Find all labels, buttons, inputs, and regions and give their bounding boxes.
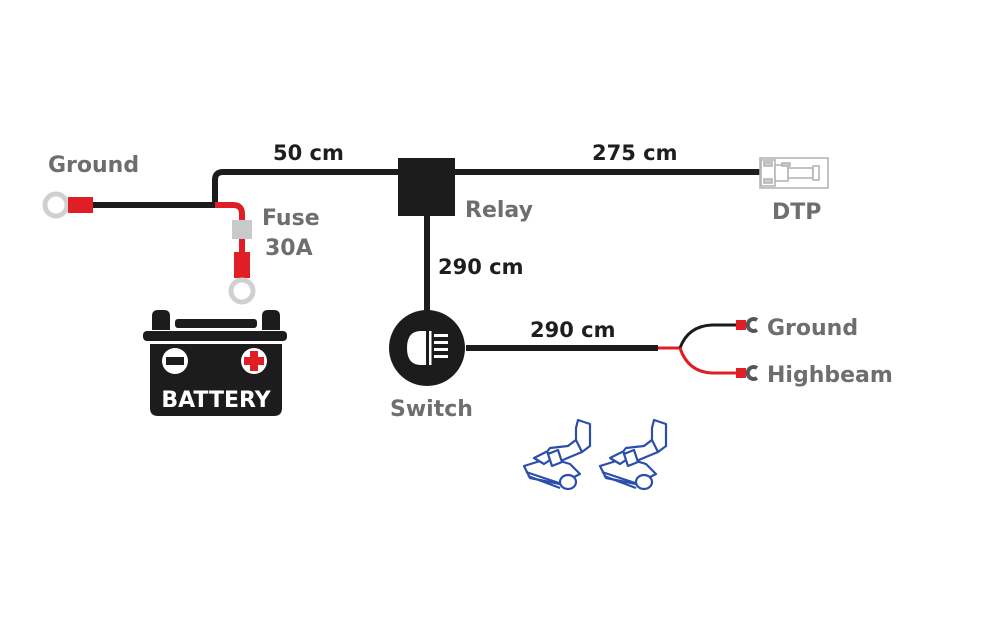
wire-50cm <box>212 169 400 205</box>
switch-label: Switch <box>390 397 473 422</box>
length-label-50cm: 50 cm <box>273 141 344 165</box>
switch-icon <box>389 310 465 386</box>
fuse-rating-label: 30A <box>265 236 313 261</box>
battery-label: BATTERY <box>161 388 271 413</box>
ground-fork-terminal <box>736 317 759 333</box>
t-tap-connector-icon <box>522 418 592 491</box>
fuse-label: Fuse <box>262 206 320 231</box>
highbeam-fork-terminal <box>736 365 759 381</box>
wire-split-highbeam <box>678 347 738 375</box>
length-label-275cm: 275 cm <box>592 141 677 165</box>
ground-ring-terminal <box>42 191 93 219</box>
dtp-connector-icon <box>759 157 829 189</box>
ground-right-label: Ground <box>767 316 858 341</box>
wire-split-ground <box>678 323 738 349</box>
length-label-290cm-vertical: 290 cm <box>438 255 523 279</box>
highbeam-label: Highbeam <box>767 363 893 388</box>
wire-fuse-red <box>215 202 245 222</box>
battery-icon <box>143 310 287 416</box>
ground-left-label: Ground <box>48 153 139 178</box>
headlight-icon <box>407 331 426 365</box>
relay-label: Relay <box>465 198 533 223</box>
fuse-icon <box>228 220 256 305</box>
relay-icon <box>398 158 455 216</box>
t-tap-connector-icon <box>598 418 668 491</box>
dtp-label: DTP <box>772 200 821 225</box>
length-label-290cm-horizontal: 290 cm <box>530 318 615 342</box>
